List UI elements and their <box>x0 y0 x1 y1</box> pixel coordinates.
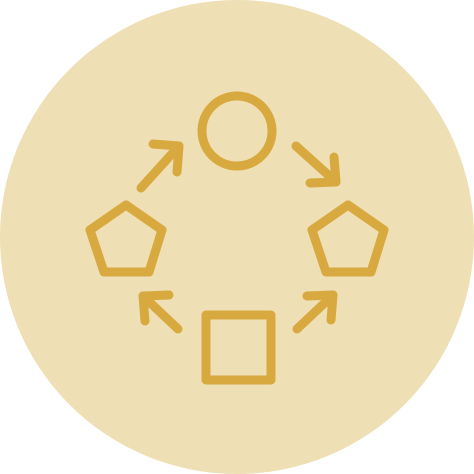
arrow-bottom-up-right-icon <box>292 290 338 334</box>
left-pentagon-icon <box>85 200 167 277</box>
arrow-down-right-icon <box>291 141 341 188</box>
arrow-up-right-icon <box>136 139 184 193</box>
right-pentagon-icon <box>307 200 389 277</box>
arrow-up-left-icon <box>138 290 183 334</box>
square-shape-icon <box>201 310 276 385</box>
circle-shape-icon <box>197 91 277 171</box>
